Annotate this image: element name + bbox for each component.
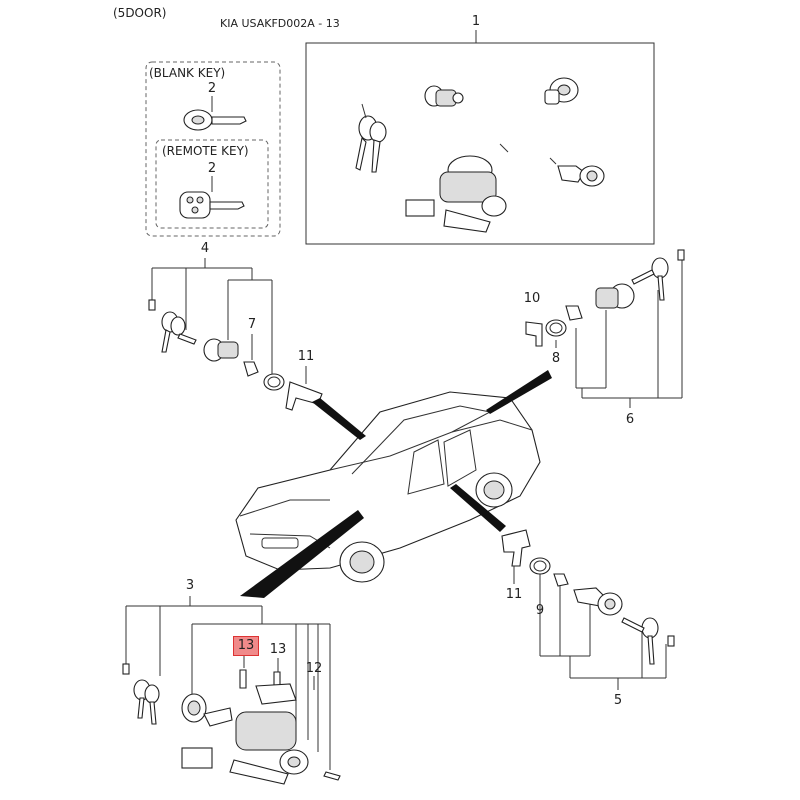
catalog-code: KIA USAKFD002A - 13 bbox=[220, 17, 340, 30]
remote-key-icon bbox=[179, 191, 245, 219]
key-set-icon bbox=[355, 103, 387, 173]
ring-icon bbox=[263, 373, 285, 391]
glove-box-cylinder-icon bbox=[549, 157, 605, 187]
callout-1: 1 bbox=[471, 14, 481, 29]
callout-13-highlight[interactable]: 13 bbox=[233, 636, 259, 656]
door-key-icon-5 bbox=[621, 617, 659, 665]
trunk-cylinder-icon bbox=[544, 77, 579, 105]
callout-2-blank: 2 bbox=[207, 81, 217, 96]
clip-icon-5 bbox=[553, 573, 569, 587]
door-cylinder-icon-5 bbox=[573, 587, 623, 616]
ignition-key-icon bbox=[133, 679, 160, 725]
steering-lock-icon bbox=[181, 683, 309, 785]
car-icon bbox=[235, 391, 541, 583]
item1-box bbox=[305, 42, 655, 245]
callout-2-remote: 2 bbox=[207, 161, 217, 176]
ring-icon-8 bbox=[545, 319, 567, 337]
bolt-icon bbox=[323, 771, 341, 781]
key-tag-icon-3 bbox=[122, 663, 130, 675]
callout-10: 10 bbox=[523, 291, 541, 306]
door-key-icon bbox=[161, 311, 197, 353]
key-tag-icon-6 bbox=[677, 249, 685, 261]
harness-icon bbox=[203, 707, 233, 727]
remote-key-label: (REMOTE KEY) bbox=[162, 144, 249, 158]
ignition-switch-icon bbox=[405, 143, 509, 233]
bracket-icon-10 bbox=[525, 321, 543, 347]
blank-key-label: (BLANK KEY) bbox=[149, 66, 226, 80]
callout-9: 9 bbox=[535, 603, 545, 618]
bracket-icon-lower bbox=[501, 529, 531, 567]
key-tag-icon-5 bbox=[667, 635, 675, 647]
variant-label: (5DOOR) bbox=[113, 6, 167, 20]
remote-key-box bbox=[155, 139, 269, 229]
callout-6: 6 bbox=[625, 412, 635, 427]
callout-4: 4 bbox=[200, 241, 210, 256]
trunk-key-icon bbox=[631, 257, 669, 301]
screw-icon bbox=[239, 669, 247, 689]
key-outer-box bbox=[145, 61, 281, 237]
callout-5: 5 bbox=[613, 693, 623, 708]
ring-icon-9 bbox=[529, 557, 551, 575]
bracket-icon-upper bbox=[285, 381, 323, 411]
callout-8: 8 bbox=[551, 351, 561, 366]
callout-13: 13 bbox=[269, 642, 287, 657]
callout-11-lower: 11 bbox=[505, 587, 523, 602]
callout-12: 12 bbox=[305, 661, 323, 676]
door-cylinder-icon bbox=[203, 338, 239, 362]
callout-3: 3 bbox=[185, 578, 195, 593]
clip-icon bbox=[243, 361, 259, 377]
trunk-cylinder-icon-6 bbox=[595, 283, 635, 309]
callout-7: 7 bbox=[247, 317, 257, 332]
clip-icon-6 bbox=[565, 305, 583, 321]
blank-key-icon bbox=[183, 109, 247, 131]
key-tag-icon bbox=[148, 299, 156, 311]
callout-11-upper: 11 bbox=[297, 349, 315, 364]
door-lock-cylinder-icon bbox=[424, 85, 464, 107]
